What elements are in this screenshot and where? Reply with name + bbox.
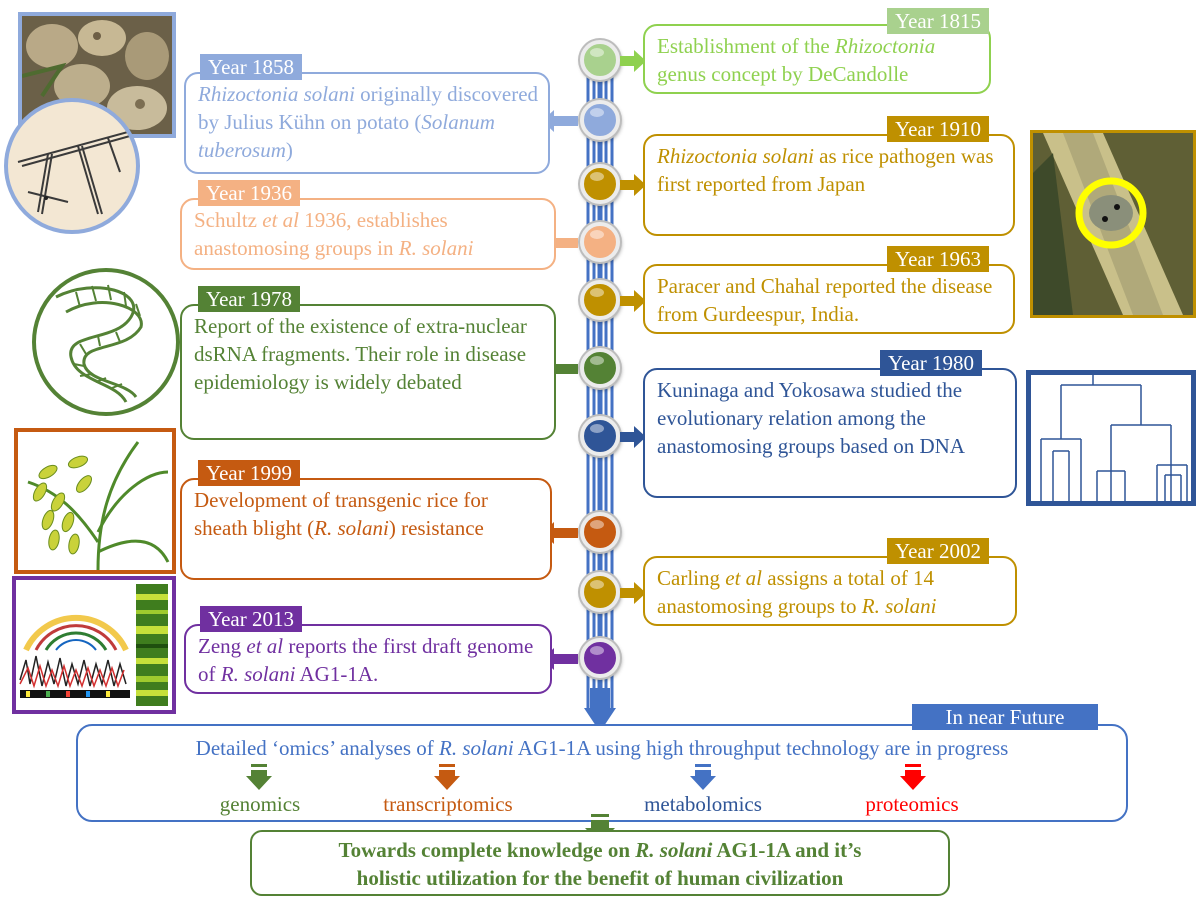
phylogeny-tree-icon xyxy=(1026,370,1196,506)
event-2002-year-tag: Year 2002 xyxy=(887,538,989,564)
event-1815-year-tag: Year 1815 xyxy=(887,8,989,34)
node-1980 xyxy=(580,416,620,456)
event-1815-box: Establishment of the Rhizoctonia genus c… xyxy=(643,24,991,94)
metabolomics-arrow-icon xyxy=(690,764,716,790)
node-2013 xyxy=(580,638,620,678)
node-1858 xyxy=(580,100,620,140)
conclusion-line1: Towards complete knowledge on R. solani … xyxy=(338,838,862,862)
rice-panicle-image xyxy=(27,441,170,570)
mycelium-image xyxy=(17,131,131,215)
omics-metabolomics-label: metabolomics xyxy=(644,792,762,816)
event-1980-text: Kuninaga and Yokosawa studied the evolut… xyxy=(657,378,965,458)
event-1999-text: Development of transgenic rice for sheat… xyxy=(194,488,488,540)
transcriptomics-arrow-icon xyxy=(434,764,460,790)
conclusion-box: Towards complete knowledge on R. solani … xyxy=(250,830,950,896)
event-1910-year-tag: Year 1910 xyxy=(887,116,989,142)
axis-down-arrow-icon xyxy=(584,688,616,732)
event-1999-year-tag: Year 1999 xyxy=(198,460,300,486)
event-2013-year-tag: Year 2013 xyxy=(200,606,302,632)
conclusion-line2: holistic utilization for the benefit of … xyxy=(356,866,844,890)
genome-map-icon xyxy=(12,576,176,714)
event-1910-text: Rhizoctonia solani as rice pathogen was … xyxy=(657,144,994,196)
event-1978-year-tag: Year 1978 xyxy=(198,286,300,312)
event-1858-text: Rhizoctonia solani originally discovered… xyxy=(198,82,539,162)
omics-proteomics-label: proteomics xyxy=(865,792,959,816)
event-1936-year-tag: Year 1936 xyxy=(198,180,300,206)
arrow-left-icon xyxy=(542,110,578,132)
event-1936-box: Schultz et al 1936, establishes anastomo… xyxy=(180,198,556,270)
event-2002-text: Carling et al assigns a total of 14 anas… xyxy=(657,566,937,618)
genome-image xyxy=(16,580,172,710)
node-1815 xyxy=(580,40,620,80)
event-1963-text: Paracer and Chahal reported the disease … xyxy=(657,274,993,326)
event-1980-year-tag: Year 1980 xyxy=(880,350,982,376)
dsrna-helix-icon xyxy=(32,268,180,416)
event-1963-year-tag: Year 1963 xyxy=(887,246,989,272)
event-1980-box: Kuninaga and Yokosawa studied the evolut… xyxy=(643,368,1017,498)
omics-transcriptomics-label: transcriptomics xyxy=(383,792,513,816)
event-1978-box: Report of the existence of extra-nuclear… xyxy=(180,304,556,440)
event-1963-box: Paracer and Chahal reported the disease … xyxy=(643,264,1015,334)
event-1910-box: Rhizoctonia solani as rice pathogen was … xyxy=(643,134,1015,236)
genomics-arrow-icon xyxy=(246,764,272,790)
event-1936-text: Schultz et al 1936, establishes anastomo… xyxy=(194,208,474,260)
conclusion-text: Towards complete knowledge on R. solani … xyxy=(252,836,948,892)
arrow-right-icon xyxy=(620,290,646,312)
future-text: Detailed ‘omics’ analyses of R. solani A… xyxy=(195,736,1009,760)
future-tag: In near Future xyxy=(912,704,1098,730)
arrow-right-icon xyxy=(620,426,646,448)
arrow-right-icon xyxy=(620,50,646,72)
event-1978-text: Report of the existence of extra-nuclear… xyxy=(194,314,527,394)
rice-leaf-image xyxy=(1033,133,1193,315)
event-2013-box: Zeng et al reports the first draft genom… xyxy=(184,624,552,694)
helix-image xyxy=(55,284,143,403)
node-1963 xyxy=(580,280,620,320)
node-1978 xyxy=(580,348,620,388)
event-1858-box: Rhizoctonia solani originally discovered… xyxy=(184,72,550,174)
event-2002-box: Carling et al assigns a total of 14 anas… xyxy=(643,556,1017,626)
arrow-right-icon xyxy=(620,582,646,604)
node-1999 xyxy=(580,512,620,552)
event-1815-text: Establishment of the Rhizoctonia genus c… xyxy=(657,34,936,86)
proteomics-arrow-icon xyxy=(900,764,926,790)
tree-image xyxy=(1040,375,1188,501)
omics-genomics-label: genomics xyxy=(219,792,301,816)
event-1858-year-tag: Year 1858 xyxy=(200,54,302,80)
event-2013-text: Zeng et al reports the first draft genom… xyxy=(198,634,534,686)
mycelium-drawing xyxy=(4,98,140,234)
rice-leaf-lesion-photo xyxy=(1030,130,1196,318)
node-2002 xyxy=(580,572,620,612)
event-1999-box: Development of transgenic rice for sheat… xyxy=(180,478,552,580)
rice-panicle-icon xyxy=(14,428,176,574)
node-1910 xyxy=(580,164,620,204)
arrow-right-icon xyxy=(620,174,646,196)
node-1936 xyxy=(580,222,620,262)
